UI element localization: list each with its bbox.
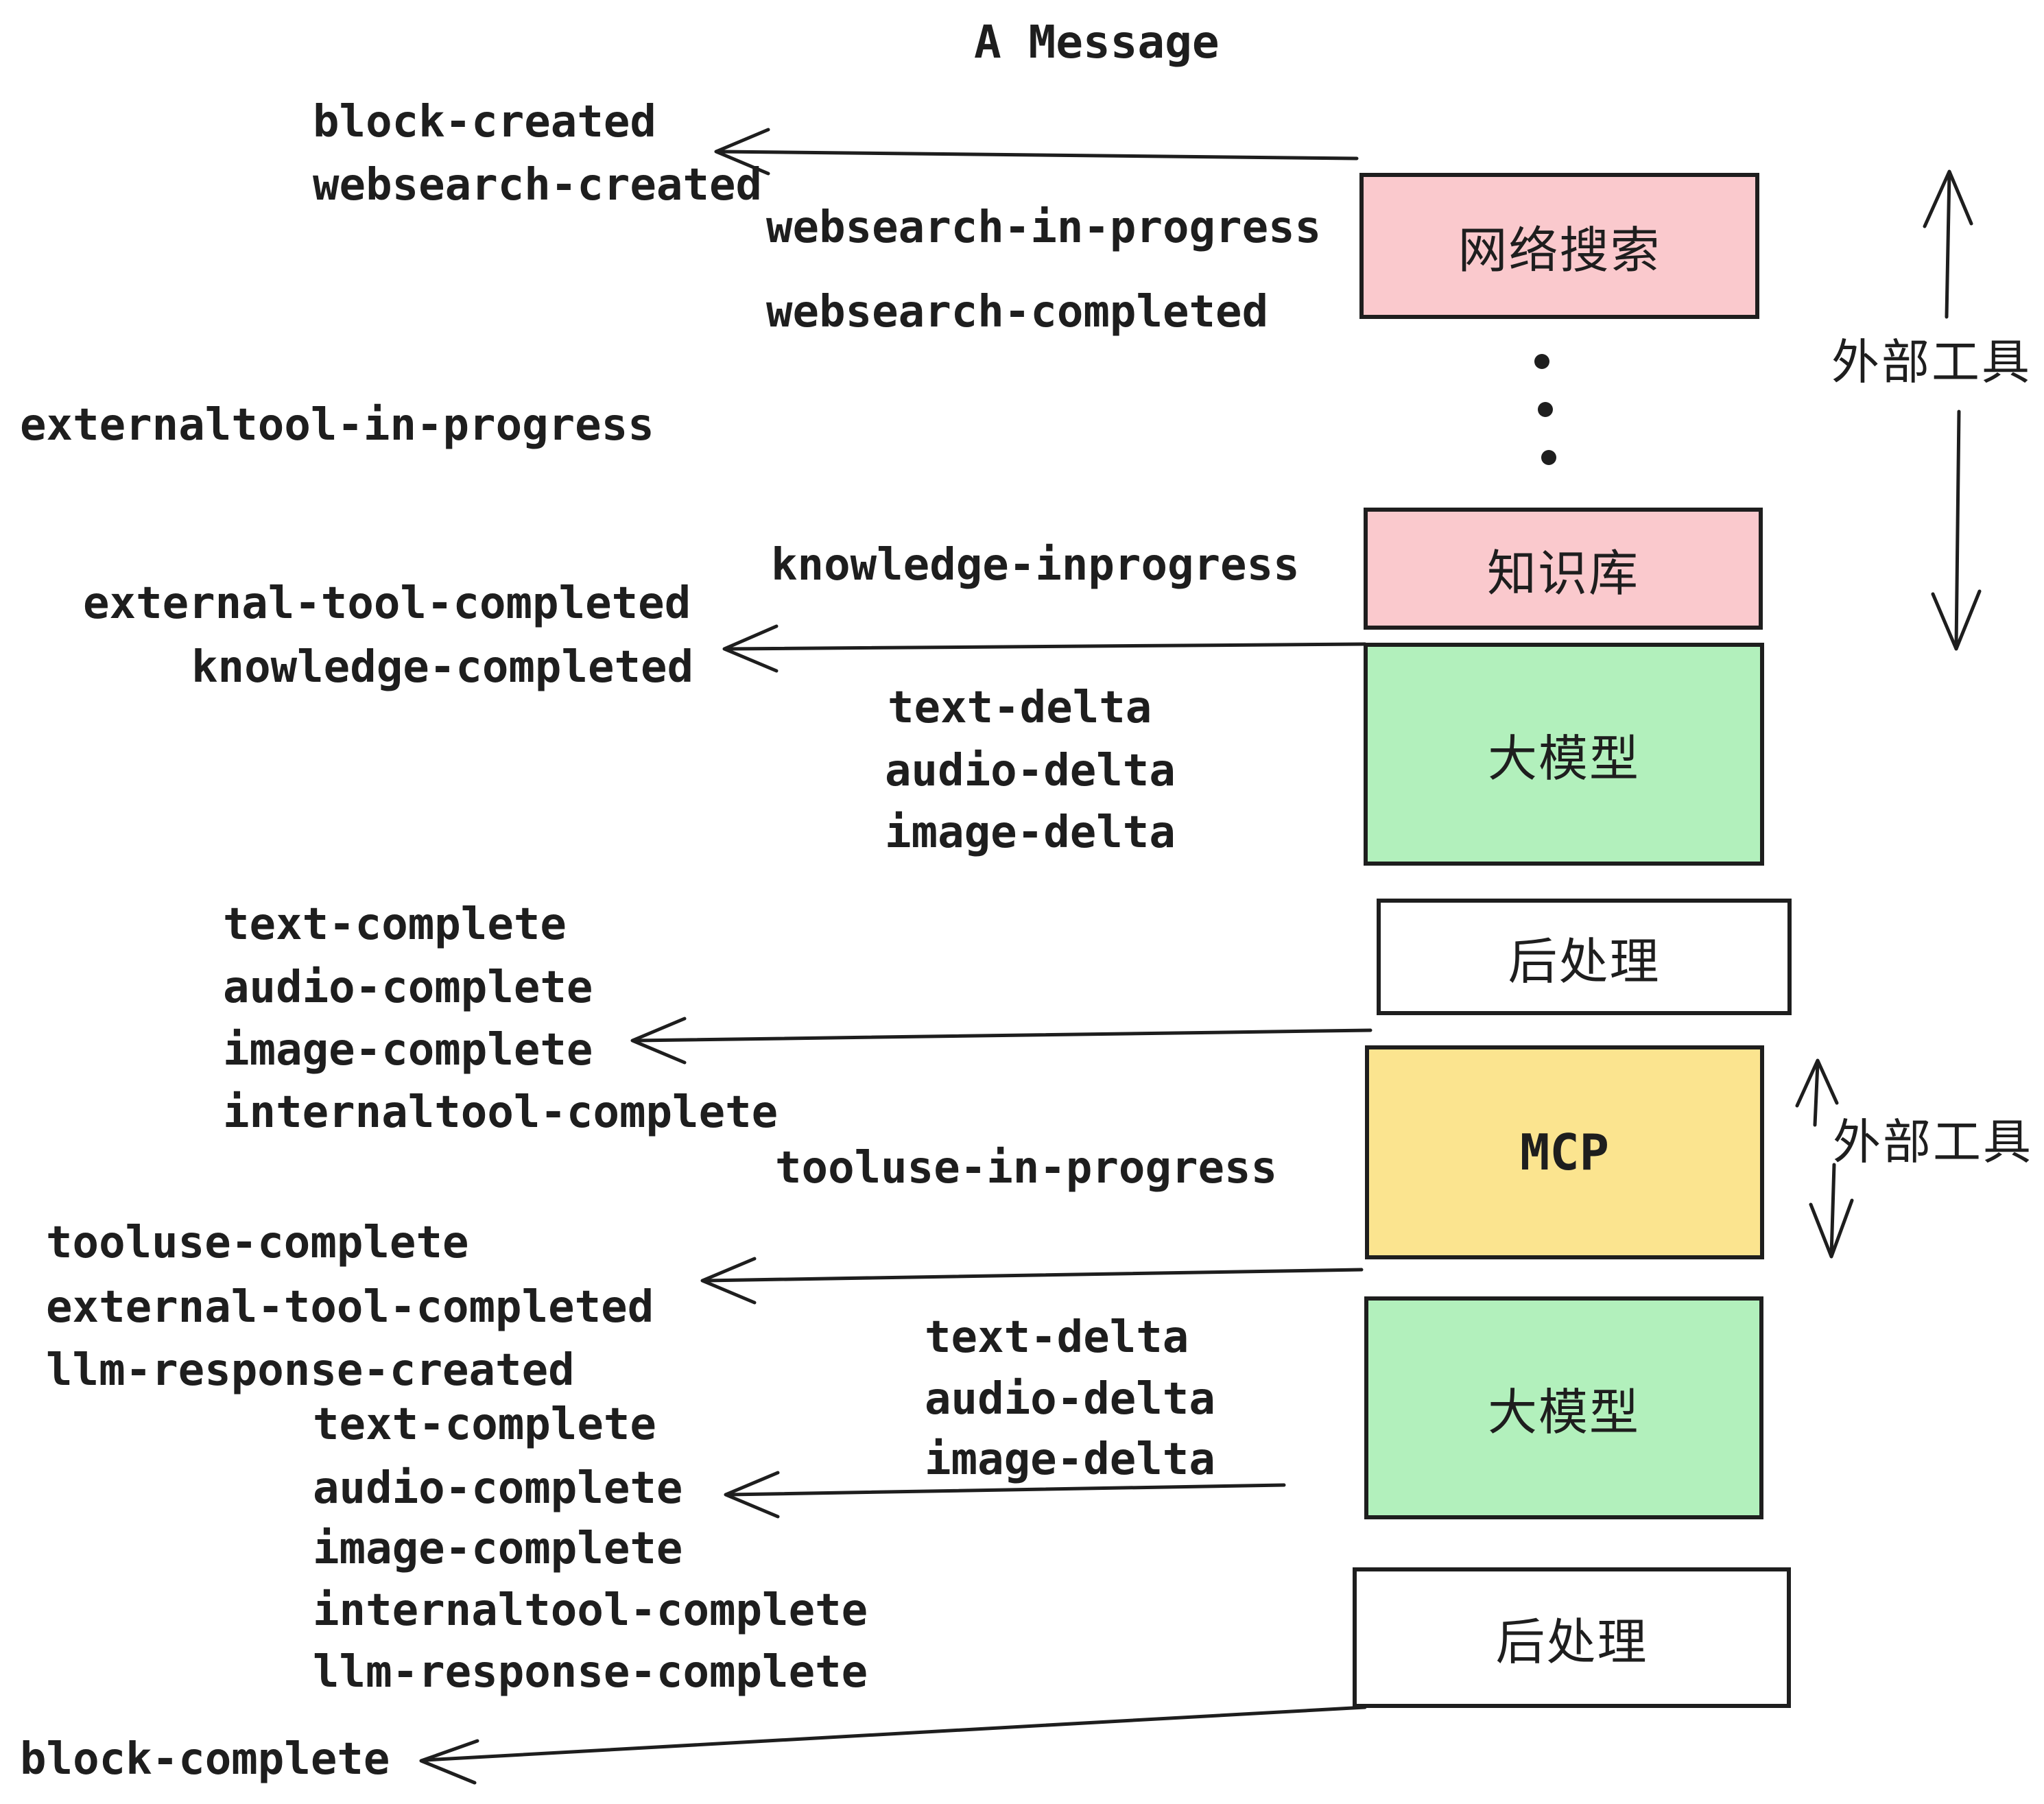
box-web-search: 网络搜索: [1359, 173, 1759, 319]
event-externaltool-in-progress: externaltool-in-progress: [20, 400, 654, 451]
box-large-model-2: 大模型: [1364, 1296, 1763, 1519]
box-post-processing-1: 后处理: [1377, 899, 1792, 1015]
event-external-tool-completed-2: external-tool-completed: [46, 1282, 654, 1333]
arrow-block-complete-left: [419, 1705, 1367, 1785]
box-web-search-label: 网络搜索: [1458, 224, 1661, 278]
event-block-complete: block-complete: [20, 1734, 390, 1785]
event-websearch-in-progress: websearch-in-progress: [766, 202, 1322, 253]
event-audio-delta: audio-delta: [885, 746, 1176, 796]
box-post-processing-2: 后处理: [1353, 1567, 1791, 1708]
box-mcp-label: MCP: [1519, 1124, 1610, 1181]
box-post-processing-1-label: 后处理: [1508, 934, 1661, 990]
arrow-knowledge-completed-left: [722, 624, 1367, 673]
event-image-delta: image-delta: [885, 807, 1176, 858]
event-image-complete: image-complete: [223, 1025, 593, 1076]
diagram-title: A Message: [974, 16, 1220, 69]
event-knowledge-inprogress: knowledge-inprogress: [771, 540, 1300, 591]
box-post-processing-2-label: 后处理: [1495, 1615, 1648, 1670]
event-tooluse-in-progress: tooluse-in-progress: [775, 1143, 1278, 1194]
arrow-external-tool-completed-left: [700, 1257, 1364, 1305]
event-external-tool-completed: external-tool-completed: [83, 578, 691, 629]
event-internaltool-complete-2: internaltool-complete: [313, 1585, 868, 1636]
event-text-delta-2: text-delta: [925, 1312, 1189, 1363]
event-audio-complete-2: audio-complete: [313, 1463, 683, 1514]
event-image-complete-2: image-complete: [313, 1523, 683, 1574]
event-audio-delta-2: audio-delta: [925, 1374, 1215, 1425]
arrow-image-complete-left: [630, 1017, 1372, 1065]
arrow-mcp-external-tools-up: [1795, 1058, 1839, 1127]
event-text-delta: text-delta: [888, 683, 1152, 733]
arrow-external-tools-up: [1923, 169, 1973, 319]
event-websearch-created: websearch-created: [313, 160, 763, 211]
event-llm-response-complete: llm-response-complete: [313, 1647, 868, 1698]
box-knowledge-base-label: 知识库: [1486, 546, 1639, 602]
event-text-complete: text-complete: [223, 899, 567, 950]
event-text-complete-2: text-complete: [313, 1399, 656, 1450]
event-knowledge-completed: knowledge-completed: [191, 642, 694, 693]
vertical-ellipsis-dots: [1534, 354, 1556, 465]
side-label-external-tools-bottom: 外部工具: [1833, 1115, 2033, 1169]
event-internaltool-complete: internaltool-complete: [223, 1087, 779, 1138]
box-large-model-1-label: 大模型: [1487, 732, 1640, 787]
box-large-model-2-label: 大模型: [1487, 1386, 1640, 1440]
arrow-external-tools-down: [1931, 410, 1982, 651]
event-websearch-completed: websearch-completed: [766, 287, 1269, 337]
event-block-created: block-created: [313, 97, 656, 147]
box-large-model-1: 大模型: [1364, 643, 1764, 866]
arrow-mcp-external-tools-down: [1809, 1163, 1854, 1259]
event-tooluse-complete: tooluse-complete: [46, 1218, 469, 1268]
side-label-external-tools-top: 外部工具: [1831, 335, 2032, 389]
event-llm-response-created: llm-response-created: [46, 1345, 575, 1396]
box-mcp: MCP: [1365, 1045, 1764, 1259]
event-audio-complete: audio-complete: [223, 962, 593, 1013]
box-knowledge-base: 知识库: [1364, 508, 1763, 630]
arrow-websearch-created-left: [714, 128, 1359, 176]
event-image-delta-2: image-delta: [925, 1434, 1215, 1485]
